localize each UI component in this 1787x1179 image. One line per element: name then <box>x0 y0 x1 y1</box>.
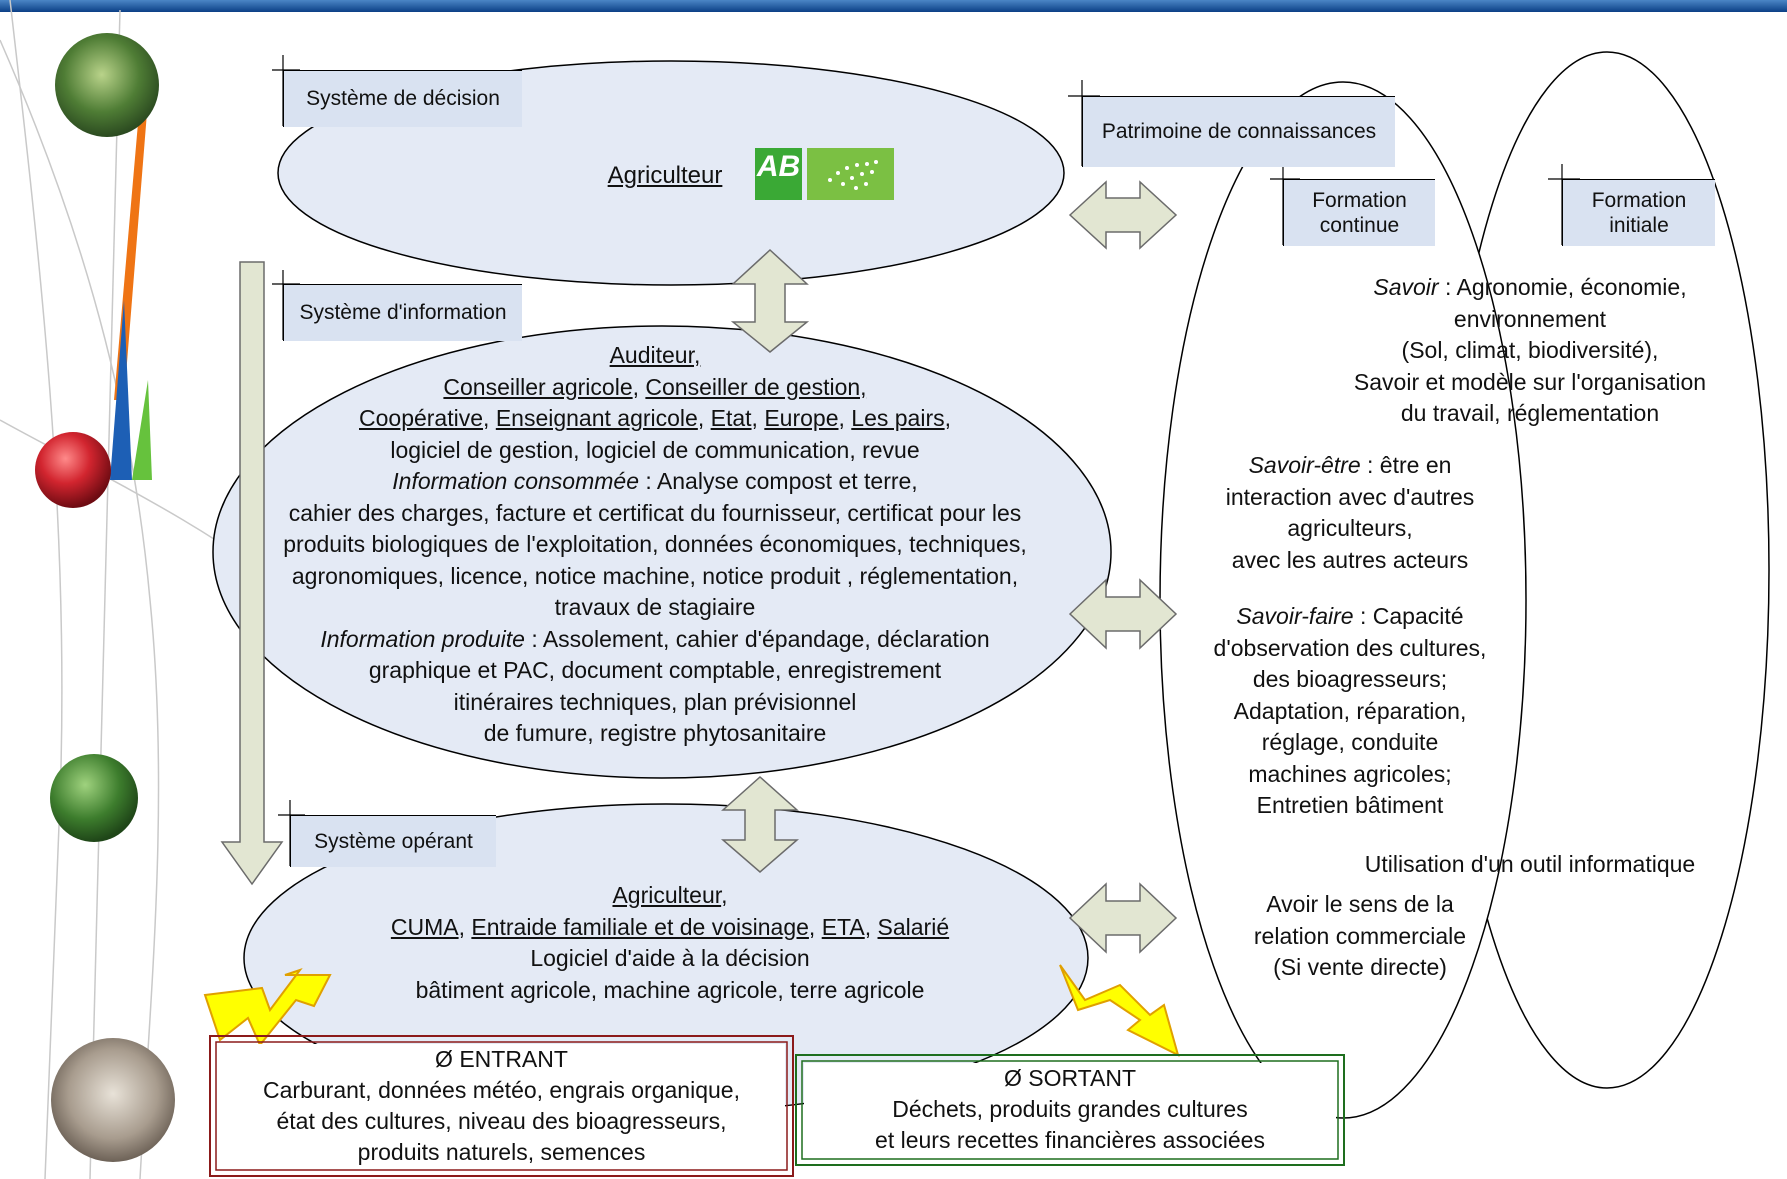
op-salarie: Salarié <box>877 913 950 940</box>
decision-info-double-arrow <box>730 248 810 353</box>
photo-grass-circle <box>50 754 138 842</box>
op-agriculteur: Agriculteur <box>612 882 722 908</box>
entrant-box: Ø ENTRANT Carburant, données météo, engr… <box>218 1044 785 1168</box>
op-entraide: Entraide familiale et de voisinage <box>471 913 809 940</box>
line-fumure: de fumure, registre phytosanitaire <box>483 720 827 746</box>
label-formation-continue: Formation continue <box>1283 179 1435 246</box>
label-systeme-decision: Système de décision <box>283 70 522 127</box>
line-logiciels: logiciel de gestion, logiciel de communi… <box>390 436 920 463</box>
label-systeme-operant: Système opérant <box>290 815 496 867</box>
line-graphique: graphique et PAC, document comptable, en… <box>368 657 942 683</box>
sortant-box: Ø SORTANT Déchets, produits grandes cult… <box>804 1063 1336 1157</box>
actor-cooperative: Coopérative <box>359 405 484 431</box>
sortant-box-outer <box>795 1054 1345 1166</box>
entrant-box-outer <box>209 1035 794 1177</box>
actor-pairs: Les pairs <box>851 405 945 431</box>
information-text: Auditeur, Conseiller agricole, Conseille… <box>215 340 1095 750</box>
line-cahier: cahier des charges, facture et certifica… <box>288 499 1022 526</box>
label-patrimoine: Patrimoine de connaissances <box>1082 96 1395 167</box>
info-knowledge-double-arrow <box>1068 578 1178 650</box>
savoir-faire-block: Savoir-faire : Capacité d'observation de… <box>1213 603 1487 818</box>
actor-europe: Europe <box>764 405 839 431</box>
consommee-label: Information consommée <box>392 468 640 494</box>
entrant-flash-arrow <box>203 968 332 1047</box>
sortant-box-inner <box>801 1060 1339 1160</box>
eu-organic-logo <box>807 148 894 200</box>
sortant-title: Ø SORTANT <box>1003 1065 1137 1091</box>
operant-text: Agriculteur, CUMA, Entraide familiale et… <box>260 880 1080 1006</box>
entrant-box-inner <box>215 1041 788 1171</box>
label-formation-initiale: Formation initiale <box>1562 179 1715 246</box>
outil-informatique: Utilisation d'un outil informatique <box>1364 851 1696 877</box>
photo-lab-circle <box>51 1038 175 1162</box>
savoir-etre-label: Savoir-être <box>1248 452 1361 478</box>
photo-trees-circle <box>55 33 159 137</box>
actor-enseignant: Enseignant agricole <box>495 405 698 431</box>
information-ellipse <box>212 325 1112 779</box>
entrant-title: Ø ENTRANT <box>435 1046 568 1072</box>
decision-agriculteur: Agriculteur <box>607 162 723 189</box>
ab-logo <box>755 148 802 200</box>
info-operant-double-arrow <box>720 775 800 873</box>
line-travaux: travaux de stagiaire <box>554 594 756 620</box>
actor-conseiller-agricole: Conseiller agricole <box>443 373 633 400</box>
decor-orange-triangle <box>114 100 148 400</box>
produite-label: Information produite <box>320 625 525 652</box>
flow-down-arrow <box>220 261 284 886</box>
photo-red-circle <box>35 432 111 508</box>
decor-blue-triangle <box>110 300 132 480</box>
actor-auditeur: Auditeur, <box>609 342 701 368</box>
op-batiment: bâtiment agricole, machine agricole, ter… <box>415 976 925 1003</box>
line-agronomiques: agronomiques, licence, notice machine, n… <box>291 562 1019 589</box>
op-logiciel: Logiciel d'aide à la décision <box>530 945 810 971</box>
relation-commerciale-block: Avoir le sens de la relation commerciale… <box>1253 891 1467 980</box>
savoir-label: Savoir <box>1373 274 1439 300</box>
actor-etat: Etat <box>710 405 752 431</box>
savoir-etre-block: Savoir-être : être en interaction avec d… <box>1225 452 1475 573</box>
actor-conseiller-gestion: Conseiller de gestion, <box>645 373 867 400</box>
savoir-block: Savoir : Agronomie, économie, environnem… <box>1353 274 1707 426</box>
operant-knowledge-double-arrow <box>1068 882 1178 954</box>
top-banner <box>0 0 1787 12</box>
line-itineraires: itinéraires techniques, plan prévisionne… <box>453 688 857 715</box>
ab-logo-text: AB <box>756 150 801 183</box>
label-systeme-information: Système d'information <box>283 284 522 341</box>
op-cuma: CUMA <box>390 913 459 940</box>
line-produits: produits biologiques de l'exploitation, … <box>283 531 1027 557</box>
decor-green-triangle <box>132 380 152 480</box>
savoir-faire-label: Savoir-faire <box>1236 603 1354 629</box>
op-eta: ETA <box>821 913 865 940</box>
decision-knowledge-double-arrow <box>1068 180 1178 250</box>
